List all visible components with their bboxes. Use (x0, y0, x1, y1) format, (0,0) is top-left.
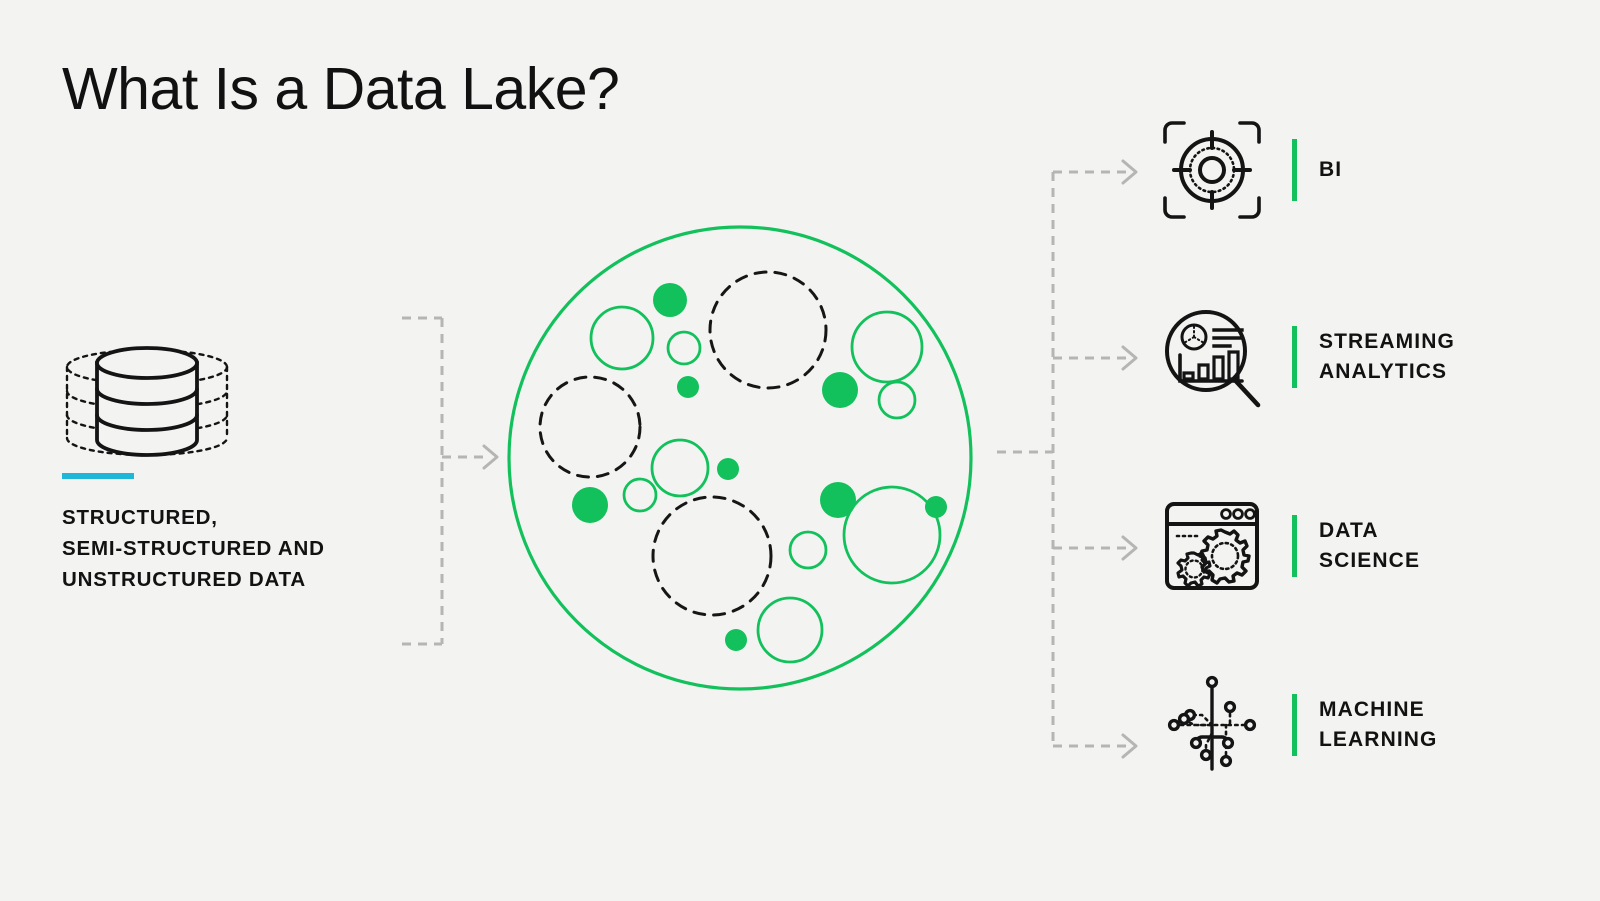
destination-label: BI (1319, 158, 1343, 181)
arrowhead-icon (1121, 345, 1138, 371)
source-label: STRUCTURED, SEMI-STRUCTURED AND UNSTRUCT… (62, 502, 325, 595)
browser-gears-icon (1160, 494, 1264, 598)
target-crosshair-icon (1160, 118, 1264, 222)
data-lake-circle (470, 190, 1010, 735)
lake-to-destinations-connector (975, 140, 1160, 765)
accent-bar (1292, 694, 1297, 756)
destination-data-science[interactable]: DATA SCIENCE (1160, 494, 1420, 598)
source-label-line-1: STRUCTURED, (62, 506, 218, 529)
destination-bi[interactable]: BI (1160, 118, 1342, 222)
source-to-lake-connector (380, 300, 510, 665)
arrowhead-icon (482, 444, 499, 470)
accent-bar (1292, 326, 1297, 388)
arrowhead-icon (1121, 535, 1138, 561)
source-accent-bar (62, 473, 134, 479)
destination-streaming-analytics[interactable]: STREAMING ANALYTICS (1160, 305, 1455, 409)
source-label-line-2: SEMI-STRUCTURED AND (62, 537, 325, 560)
destination-label: MACHINE LEARNING (1319, 698, 1438, 751)
source-label-line-3: UNSTRUCTURED DATA (62, 568, 307, 591)
destination-label: STREAMING ANALYTICS (1319, 330, 1455, 383)
destination-machine-learning[interactable]: MACHINE LEARNING (1160, 673, 1437, 777)
arrowhead-icon (1121, 159, 1138, 185)
accent-bar (1292, 139, 1297, 201)
neural-network-icon (1160, 673, 1264, 777)
source-block: STRUCTURED, SEMI-STRUCTURED AND UNSTRUCT… (62, 345, 462, 591)
page-title: What Is a Data Lake? (62, 56, 620, 122)
magnifier-analytics-icon (1160, 305, 1264, 409)
accent-bar (1292, 515, 1297, 577)
database-cylinder-icon (62, 345, 232, 460)
arrowhead-icon (1121, 733, 1138, 759)
destination-label: DATA SCIENCE (1319, 519, 1421, 572)
